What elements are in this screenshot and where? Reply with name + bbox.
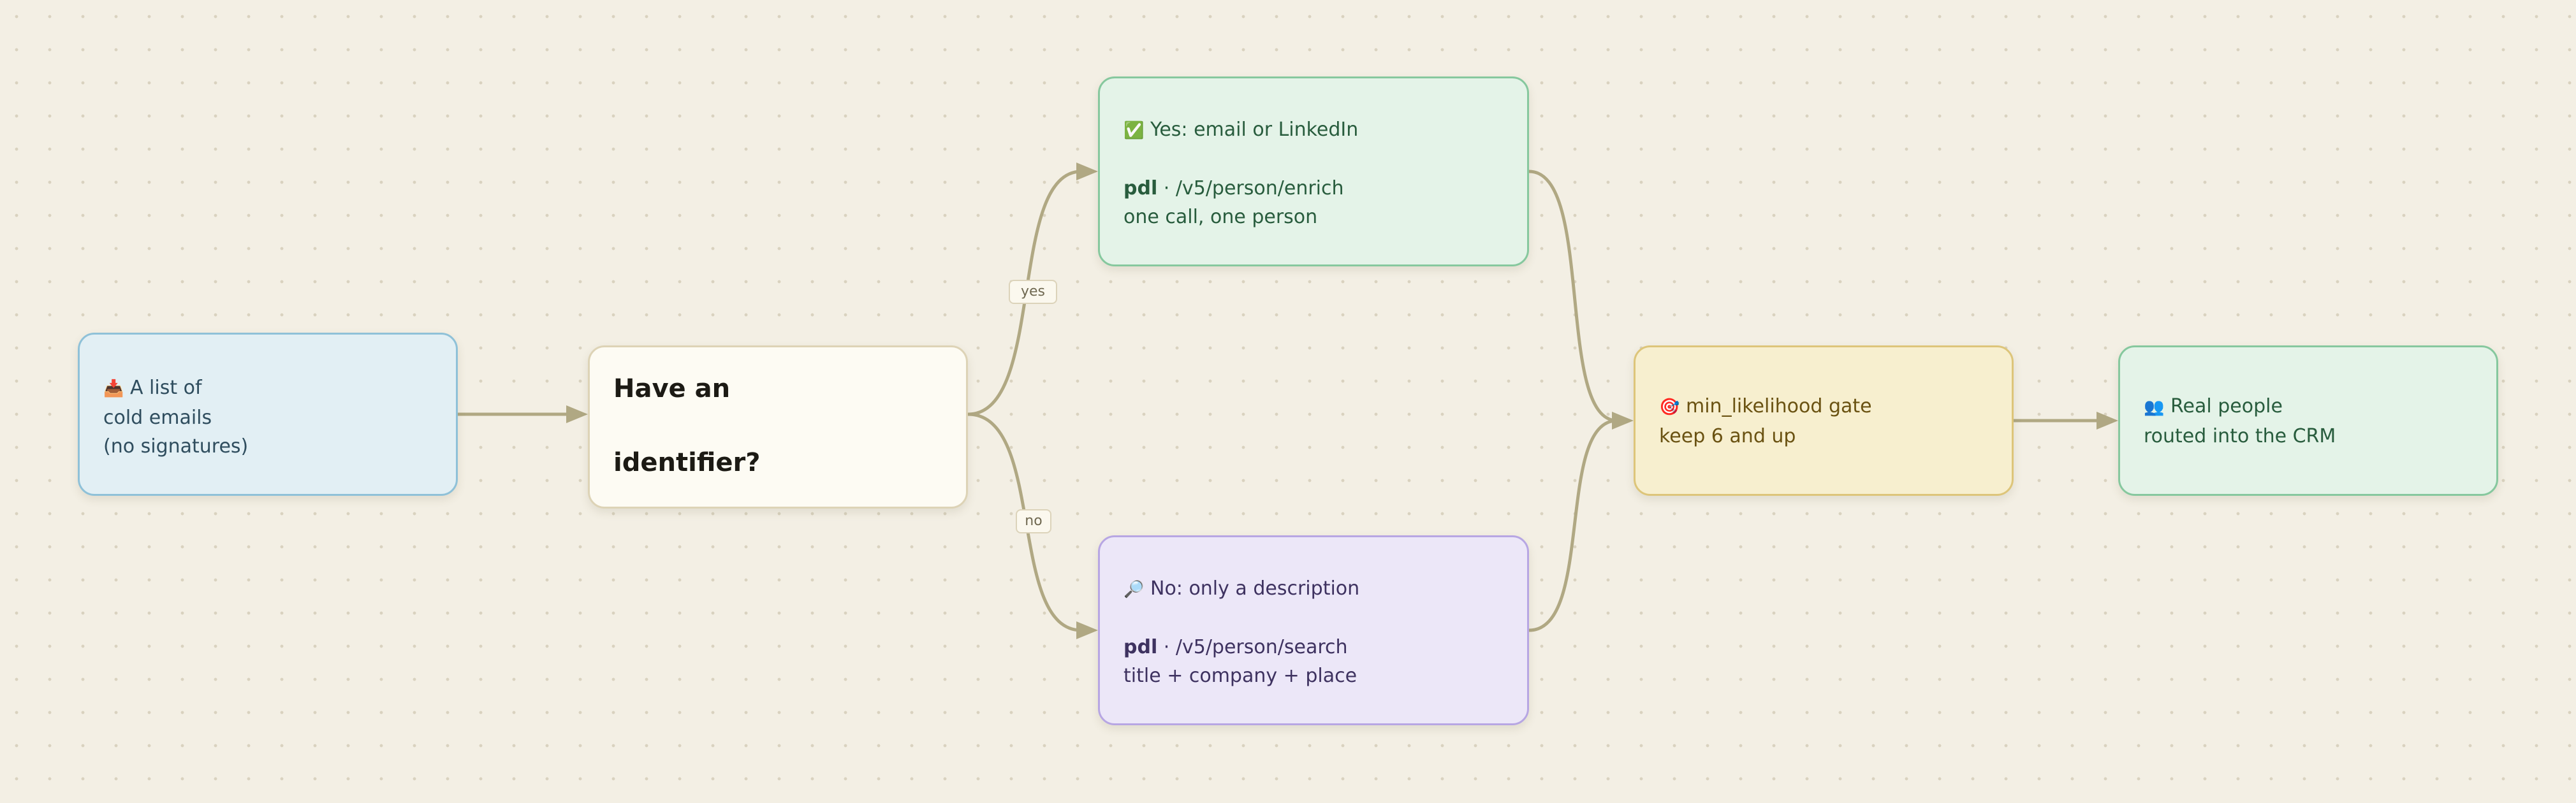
arrowhead-decision [566, 405, 588, 423]
edge-label-no: no [1016, 509, 1051, 533]
node-identifier-decision[interactable]: Have an identifier? [588, 345, 968, 509]
arrowhead-output [2097, 412, 2118, 430]
search-endpoint: /v5/person/search [1175, 636, 1348, 658]
inbox-tray-icon: 📥 [103, 379, 124, 398]
decision-line-2: identifier? [613, 448, 761, 477]
search-note: title + company + place [1123, 665, 1358, 687]
gate-note: keep 6 and up [1659, 425, 1796, 447]
enrich-api-prefix: pdl [1123, 177, 1158, 199]
node-enrich-branch[interactable]: ✅ Yes: email or LinkedIn pdl · /v5/person… [1098, 76, 1529, 266]
edge-no-to-gate [1528, 419, 1618, 632]
edge-label-yes: yes [1009, 280, 1057, 304]
node-cold-email-list[interactable]: 📥 A list of cold emails (no signatures) [78, 333, 458, 496]
enrich-separator: · [1163, 177, 1170, 199]
arrowhead-gate [1612, 412, 1634, 430]
enrich-endpoint: /v5/person/enrich [1175, 177, 1344, 199]
arrowhead-no [1076, 621, 1098, 639]
enrich-note: one call, one person [1123, 206, 1318, 228]
decision-line-1: Have an [613, 374, 731, 403]
node-input-line-2: cold emails [103, 407, 212, 429]
node-crm-output[interactable]: 👥 Real people routed into the CRM [2118, 345, 2498, 496]
output-heading: Real people [2170, 395, 2283, 417]
search-separator: · [1163, 636, 1170, 658]
enrich-heading: Yes: email or LinkedIn [1150, 119, 1359, 141]
people-icon: 👥 [2144, 398, 2165, 417]
gate-heading: min_likelihood gate [1686, 395, 1872, 417]
node-search-branch[interactable]: 🔎 No: only a description pdl · /v5/person… [1098, 535, 1529, 725]
arrowhead-yes [1076, 163, 1098, 180]
edge-yes-to-gate [1528, 170, 1618, 423]
node-input-line-1: A list of [130, 377, 202, 399]
magnifier-icon: 🔎 [1123, 580, 1145, 599]
search-heading: No: only a description [1150, 577, 1360, 600]
check-mark-icon: ✅ [1123, 121, 1145, 140]
node-input-line-3: (no signatures) [103, 435, 249, 458]
search-api-prefix: pdl [1123, 636, 1158, 658]
output-note: routed into the CRM [2144, 425, 2336, 447]
node-likelihood-gate[interactable]: 🎯 min_likelihood gate keep 6 and up [1634, 345, 2014, 496]
target-icon: 🎯 [1659, 398, 1680, 417]
